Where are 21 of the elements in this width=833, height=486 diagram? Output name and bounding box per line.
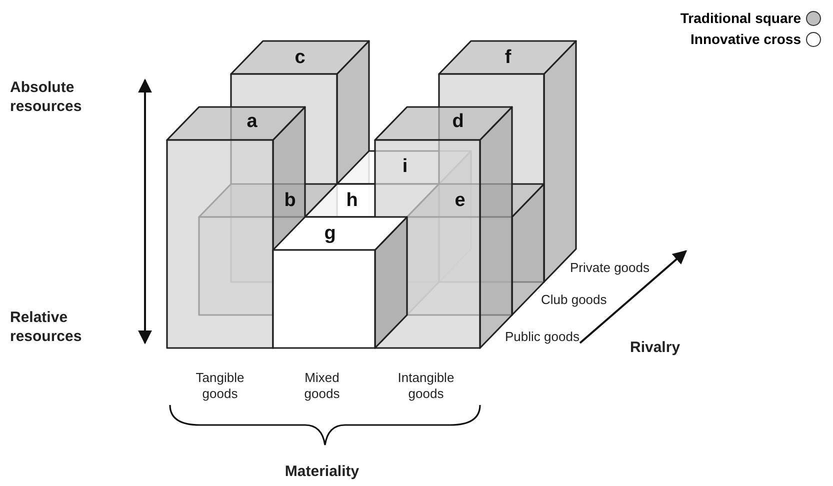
cuboid-letter: e [454,191,466,211]
cuboid-letter: c [294,48,306,68]
cuboid-letter: a [246,112,258,132]
row-label: Private goods [570,260,650,276]
axis-label: Materiality [284,462,360,481]
cuboid-letter: i [402,157,408,177]
column-label: Tangible goods [194,370,246,402]
column-label: Mixed goods [303,370,341,402]
row-label: Club goods [541,292,607,308]
legend-text: Traditional square [680,10,801,26]
legend-text: Innovative cross [690,31,801,47]
column-label: Intangible goods [396,370,456,402]
cuboid-letter: g [324,224,336,244]
axis-label: Rivalry [630,338,680,357]
axis-label: Relative resources [10,308,83,346]
row-label: Public goods [505,329,580,345]
cuboid-letter: b [284,191,296,211]
cuboid-letter: d [452,112,464,132]
cuboid-letter: h [346,191,358,211]
cuboid-letter: f [504,48,512,68]
axis-label: Absolute resources [10,78,83,116]
